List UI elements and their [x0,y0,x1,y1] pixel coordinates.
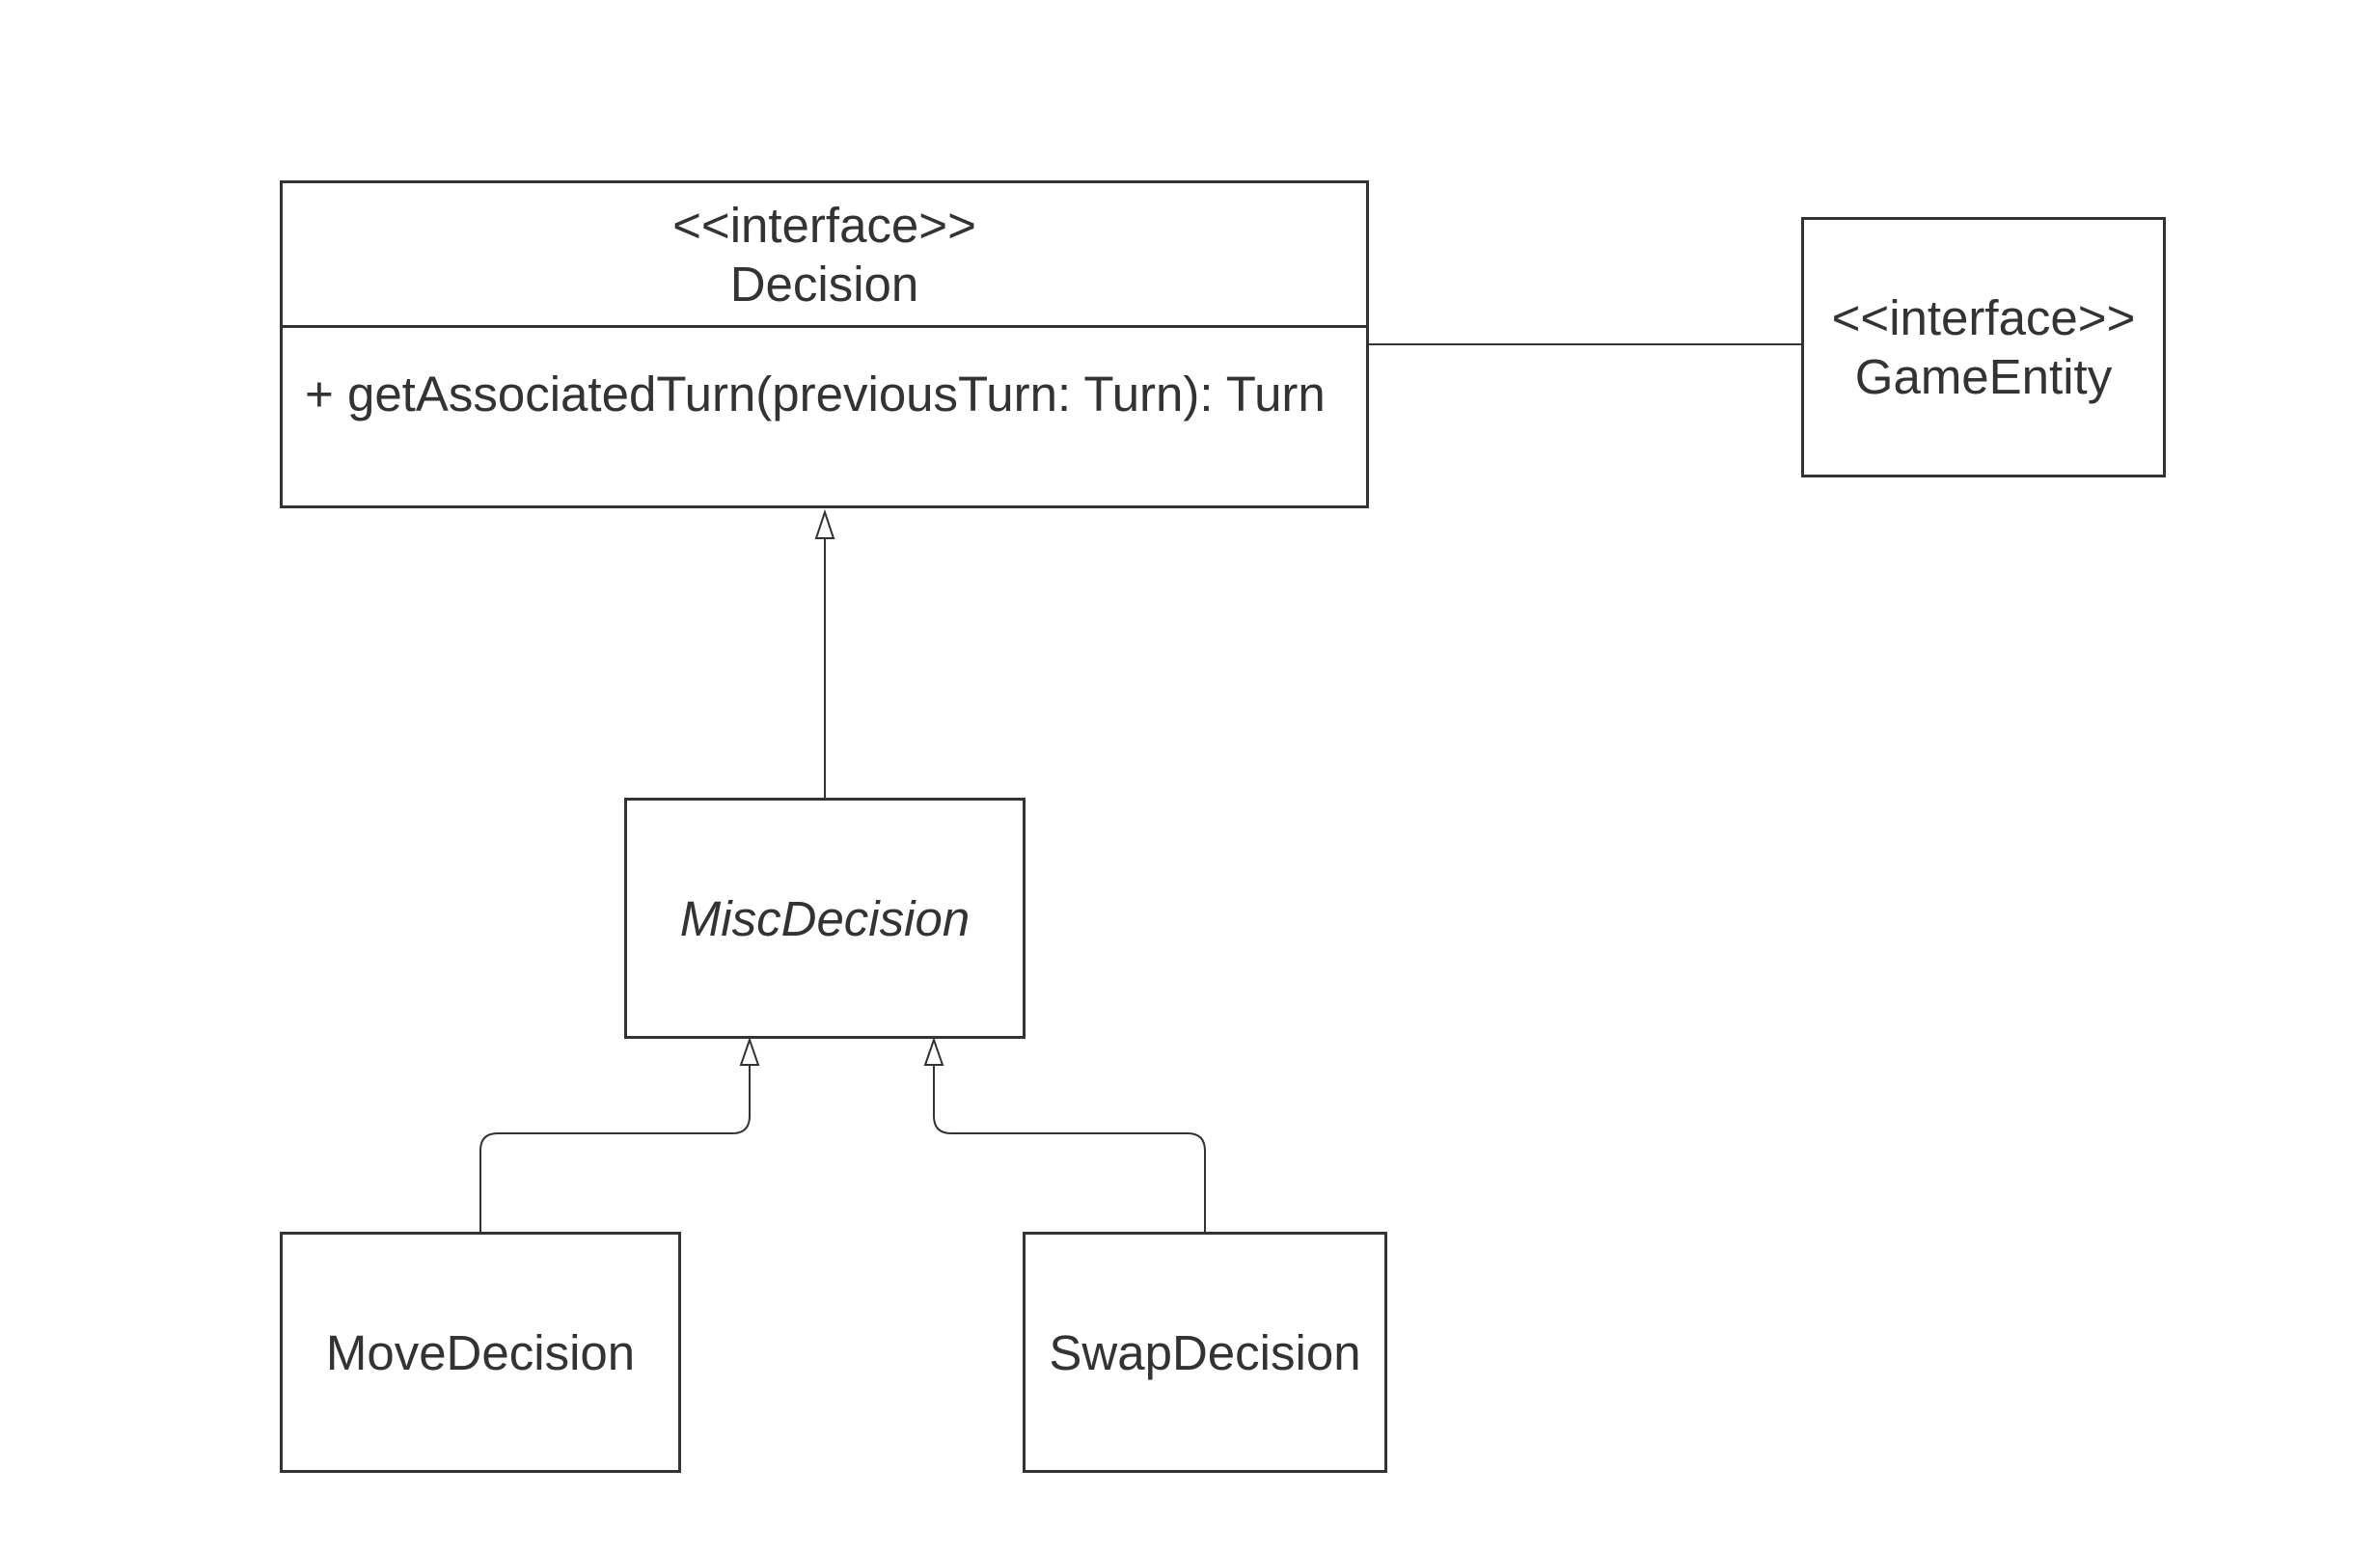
decision-name: Decision [729,256,919,312]
swapdecision-name: SwapDecision [1049,1324,1361,1380]
swapdecision-class-box: SwapDecision [1023,1232,1387,1473]
gameentity-stereotype: <<interface>> [1831,290,2136,345]
generalization-move-to-misc-line [479,1063,751,1232]
decision-method: + getAssociatedTurn(previousTurn: Turn):… [305,367,1326,422]
generalization-swap-to-misc-line [933,1063,1206,1232]
gameentity-interface-box: <<interface>> GameEntity [1801,217,2166,477]
gameentity-name: GameEntity [1854,349,2113,404]
decision-interface-box: <<interface>> Decision + getAssociatedTu… [280,180,1369,508]
movedecision-class-box: MoveDecision [280,1232,681,1473]
decision-stereotype: <<interface>> [672,197,976,253]
decision-header: <<interface>> Decision [283,183,1366,328]
movedecision-name: MoveDecision [325,1324,636,1380]
hollow-arrowhead-decision [814,508,835,539]
miscdecision-name: MiscDecision [679,890,971,946]
hollow-arrowhead-misc-right [923,1036,944,1066]
miscdecision-class-box: MiscDecision [624,798,1026,1039]
hollow-arrowhead-misc-left [739,1036,760,1066]
